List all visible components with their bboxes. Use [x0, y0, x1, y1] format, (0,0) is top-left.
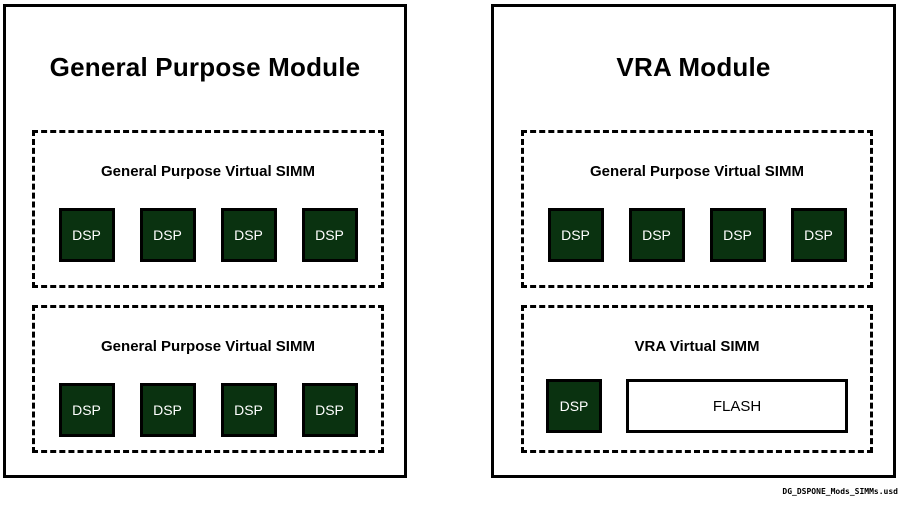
dsp-chip: DSP — [139, 383, 196, 437]
dsp-chip: DSP — [790, 208, 847, 262]
vra-general-purpose-virtual-simm: General Purpose Virtual SIMM DSP DSP DSP… — [521, 130, 873, 288]
general-purpose-module-title: General Purpose Module — [49, 52, 361, 82]
dsp-chip: DSP — [546, 379, 602, 433]
vra-general-purpose-virtual-simm-title: General Purpose Virtual SIMM — [590, 163, 804, 180]
dsp-chip: DSP — [139, 208, 196, 262]
gp-virtual-simm-2-title: General Purpose Virtual SIMM — [101, 338, 315, 355]
dsp-chip: DSP — [628, 208, 685, 262]
gp-virtual-simm-1-title: General Purpose Virtual SIMM — [101, 163, 315, 180]
general-purpose-module: General Purpose Module General Purpose V… — [3, 4, 407, 478]
dsp-chip: DSP — [220, 208, 277, 262]
vra-module: VRA Module General Purpose Virtual SIMM … — [491, 4, 896, 478]
dsp-chip: DSP — [547, 208, 604, 262]
vra-simm-2-chip-row: DSP FLASH — [524, 379, 870, 433]
dsp-chip: DSP — [301, 208, 358, 262]
gp-simm-1-chip-row: DSP DSP DSP DSP — [35, 208, 381, 262]
vra-module-title: VRA Module — [616, 52, 771, 82]
dsp-chip: DSP — [301, 383, 358, 437]
gp-virtual-simm-1: General Purpose Virtual SIMM DSP DSP DSP… — [32, 130, 384, 288]
document-caption: DG_DSPONE_Mods_SIMMs.usd — [782, 487, 898, 496]
dsp-chip: DSP — [58, 383, 115, 437]
gp-simm-2-chip-row: DSP DSP DSP DSP — [35, 383, 381, 437]
vra-simm-1-chip-row: DSP DSP DSP DSP — [524, 208, 870, 262]
dsp-chip: DSP — [58, 208, 115, 262]
dsp-chip: DSP — [709, 208, 766, 262]
gp-virtual-simm-2: General Purpose Virtual SIMM DSP DSP DSP… — [32, 305, 384, 453]
vra-virtual-simm-title: VRA Virtual SIMM — [634, 338, 760, 355]
dsp-chip: DSP — [220, 383, 277, 437]
vra-virtual-simm: VRA Virtual SIMM DSP FLASH — [521, 305, 873, 453]
flash-chip: FLASH — [626, 379, 848, 433]
